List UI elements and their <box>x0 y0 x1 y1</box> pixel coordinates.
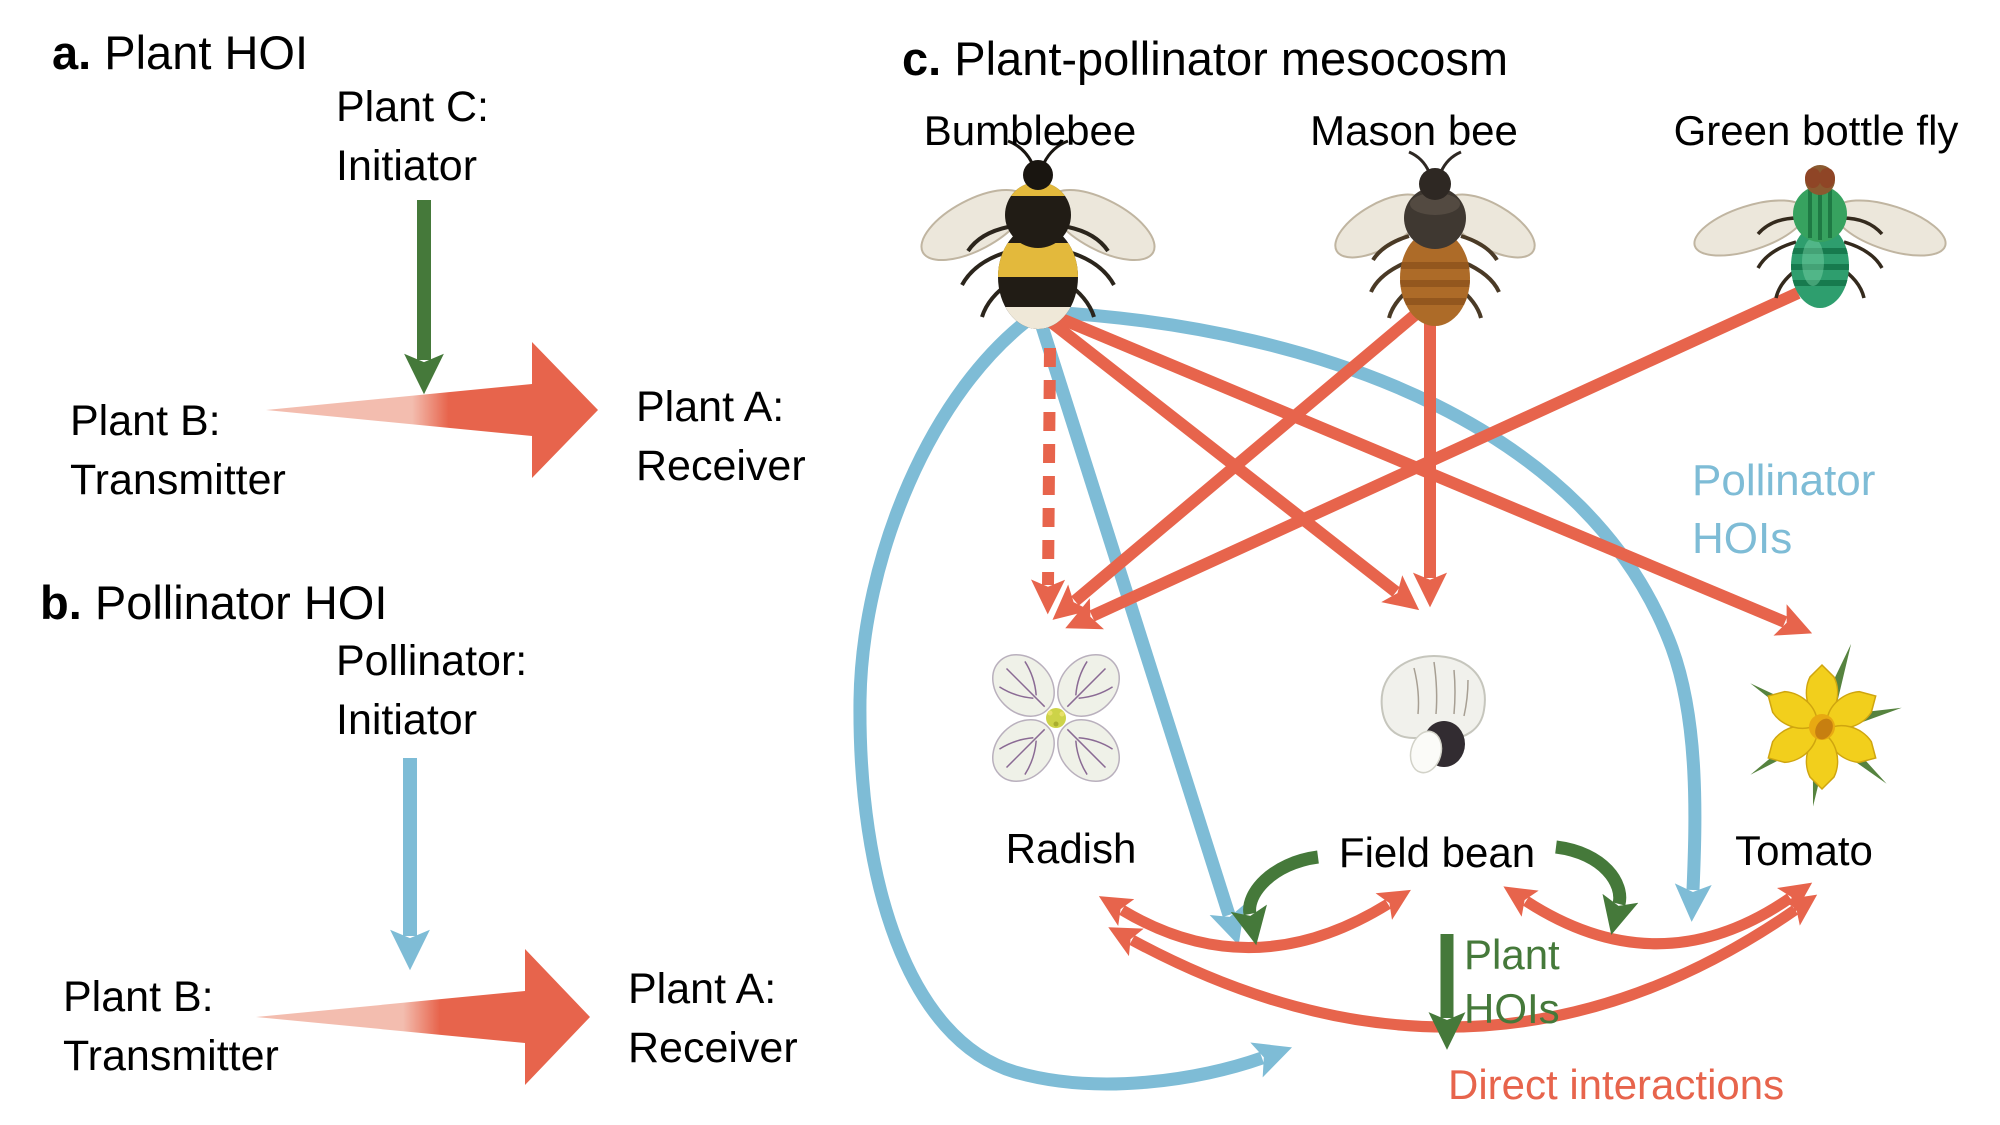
panel-a-receiver-label: Plant A: Receiver <box>636 378 806 497</box>
panel-b-transmitter-label: Plant B: Transmitter <box>63 968 279 1087</box>
greenbottlefly-image <box>1693 165 1947 308</box>
bumblebee-image <box>920 139 1156 329</box>
panel-b-transmitter-line2: Transmitter <box>63 1032 279 1081</box>
panel-b-transmitter-line1: Plant B: <box>63 973 214 1021</box>
panel-a-letter: a. <box>52 26 92 79</box>
panel-a-transmitter-line1: Plant B: <box>70 397 221 445</box>
panel-b-initiator-line2: Initiator <box>336 696 478 745</box>
panel-b-initiator-line1: Pollinator: <box>336 637 528 685</box>
hoi-bumblebee-left-loop <box>853 308 1293 1091</box>
pollinator-label-greenbottlefly: Green bottle fly <box>1673 107 1959 154</box>
panel-a-receiver-line1: Plant A: <box>636 383 785 431</box>
pollinator-label-bumblebee: Bumblebee <box>923 107 1137 154</box>
greenbottlefly-to-radish <box>1065 287 1801 630</box>
pollinator-hoi-arrows <box>853 305 1712 1091</box>
legend-pollinator-hois-line1: Pollinator <box>1692 456 1876 505</box>
panel-b-receiver-line2: Receiver <box>628 1024 798 1073</box>
panel-c-letter: c. <box>902 32 942 85</box>
radish-tomato-arrow <box>1108 894 1818 1033</box>
panel-c-title: c. Plant-pollinator mesocosm <box>902 28 1508 89</box>
legend-plant-hois-line1: Plant <box>1464 931 1560 978</box>
fieldbean-hoi-right <box>1554 840 1639 935</box>
panel-c-title-text: Plant-pollinator mesocosm <box>954 32 1509 85</box>
panel-a-transmitter-line2: Transmitter <box>70 456 286 505</box>
plant-label-radish: Radish <box>1005 825 1137 872</box>
masonbee-to-radish <box>1052 299 1432 620</box>
panel-a-diagram <box>266 200 598 478</box>
bumblebee-to-radish-dashed <box>1031 347 1066 615</box>
pollinator-label-masonbee: Mason bee <box>1310 107 1518 154</box>
panel-b-receiver-label: Plant A: Receiver <box>628 960 798 1079</box>
panel-a-initiator-label: Plant C: Initiator <box>336 78 489 197</box>
panel-a-initiator-line2: Initiator <box>336 142 478 191</box>
panel-b-letter: b. <box>40 576 82 629</box>
panel-b-diagram <box>256 758 590 1085</box>
hoi-bumblebee-to-radish-fieldbean <box>1033 318 1245 946</box>
direct-interaction-arrows <box>1031 287 1813 636</box>
hoi-bumblebee-to-fieldbean-tomato <box>1047 305 1712 922</box>
bumblebee-to-fieldbean <box>1042 313 1420 611</box>
legend-pollinator-hois-line2: HOIs <box>1692 514 1793 564</box>
radish-image <box>992 654 1120 782</box>
panel-b-receiver-line1: Plant A: <box>628 965 777 1013</box>
plant-plant-arrows <box>1098 882 1818 1033</box>
panel-a-initiator-line1: Plant C: <box>336 83 489 131</box>
legend-plant-hois: Plant HOIs <box>1464 928 1560 1036</box>
panel-b-title-text: Pollinator HOI <box>94 576 388 629</box>
panel-a-title-text: Plant HOI <box>104 26 309 79</box>
plant-hoi-arrows <box>1230 840 1639 1050</box>
transmitter-to-receiver-wedge-b <box>256 949 590 1085</box>
legend-plant-hois-line2: HOIs <box>1464 984 1560 1032</box>
fieldbean-hoi-left <box>1230 850 1320 946</box>
plant-label-tomato: Tomato <box>1735 827 1873 874</box>
panel-a-receiver-line2: Receiver <box>636 442 806 491</box>
legend-direct-interactions: Direct interactions <box>1448 1061 1785 1108</box>
fieldbean-image <box>1380 654 1486 774</box>
tomato-image <box>1750 643 1902 807</box>
transmitter-to-receiver-wedge-a <box>266 342 598 478</box>
panel-a-transmitter-label: Plant B: Transmitter <box>70 392 286 511</box>
plant-label-fieldbean: Field bean <box>1338 829 1536 876</box>
panel-a-title: a. Plant HOI <box>52 22 308 83</box>
legend-pollinator-hois: Pollinator HOIs <box>1692 452 1875 568</box>
masonbee-image <box>1334 150 1536 326</box>
panel-b-title: b. Pollinator HOI <box>40 572 387 633</box>
panel-b-initiator-label: Pollinator: Initiator <box>336 632 527 751</box>
